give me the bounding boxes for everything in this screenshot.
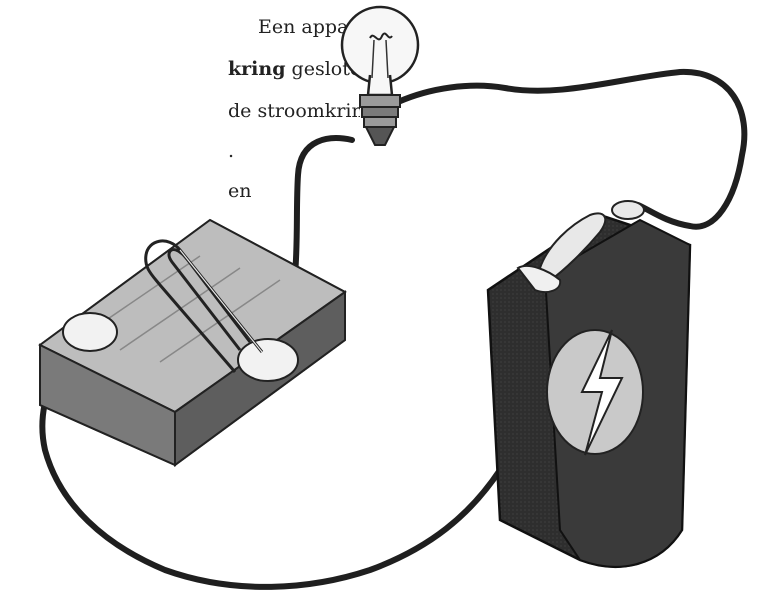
right-contact-pin <box>238 339 298 381</box>
wire-bulb-to-battery <box>398 72 744 227</box>
left-contact-pin <box>63 313 117 351</box>
light-bulb-icon <box>342 7 418 145</box>
battery <box>488 201 690 567</box>
